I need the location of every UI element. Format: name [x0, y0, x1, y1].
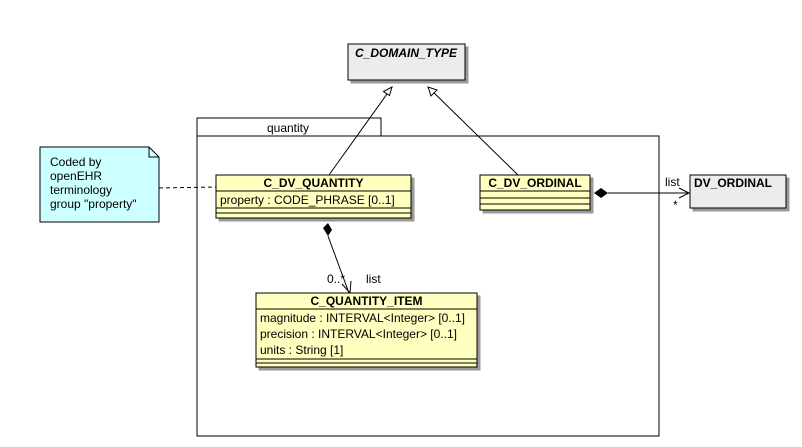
composition-quantity-list: 0..* list	[323, 223, 381, 295]
composition-ordinal-role: list	[665, 175, 680, 189]
class-c-quantity-item-name: C_QUANTITY_ITEM	[310, 294, 422, 308]
class-c-domain-type-name: C_DOMAIN_TYPE	[355, 46, 458, 60]
class-dv-ordinal-name: DV_ORDINAL	[694, 176, 772, 190]
note-property-coding: Coded by openEHR terminology group "prop…	[39, 146, 160, 223]
class-c-quantity-item-attr-precision: precision : INTERVAL<Integer> [0..1]	[260, 327, 457, 341]
class-c-dv-quantity	[215, 174, 412, 219]
class-dv-ordinal	[689, 174, 787, 209]
package-quantity: quantity	[196, 117, 660, 437]
generalization-arrowhead-ordinal	[427, 86, 438, 97]
generalization-arrowhead-quantity	[382, 86, 393, 97]
class-c-dv-ordinal-name: C_DV_ORDINAL	[488, 176, 581, 190]
class-c-quantity-item-box	[255, 292, 478, 368]
class-c-quantity-item-attr-units: units : String [1]	[260, 343, 343, 357]
generalization-links	[328, 86, 519, 176]
class-c-dv-quantity-box	[215, 174, 412, 219]
note-line-1: Coded by	[50, 155, 101, 169]
class-c-dv-quantity-attr-property: property : CODE_PHRASE [0..1]	[220, 193, 395, 207]
note-line-2: openEHR	[50, 169, 102, 183]
note-fold	[148, 147, 159, 158]
composition-ordinal-list: list *	[594, 175, 691, 212]
composition-ordinal-diamond	[594, 188, 608, 198]
generalization-line-quantity	[328, 86, 393, 176]
composition-quantity-multiplicity: 0..*	[327, 272, 345, 286]
class-c-quantity-item-attr-magnitude: magnitude : INTERVAL<Integer> [0..1]	[260, 311, 465, 325]
note-anchor-line	[158, 186, 217, 189]
note-shape	[39, 146, 160, 223]
composition-quantity-line	[327, 235, 350, 294]
note-line-3: terminology	[50, 183, 112, 197]
composition-quantity-diamond	[323, 223, 332, 236]
class-c-domain-type	[347, 43, 466, 81]
note-line-4: group "property"	[50, 197, 137, 211]
package-name: quantity	[267, 121, 309, 135]
class-dv-ordinal-box	[689, 174, 787, 209]
composition-quantity-role: list	[366, 272, 381, 286]
class-c-domain-type-box	[347, 43, 466, 81]
composition-ordinal-multiplicity: *	[673, 198, 678, 212]
composition-ordinal-arrowhead	[678, 187, 691, 199]
generalization-line-ordinal	[427, 86, 519, 176]
class-c-dv-quantity-name: C_DV_QUANTITY	[263, 176, 363, 190]
class-c-quantity-item	[255, 292, 478, 368]
